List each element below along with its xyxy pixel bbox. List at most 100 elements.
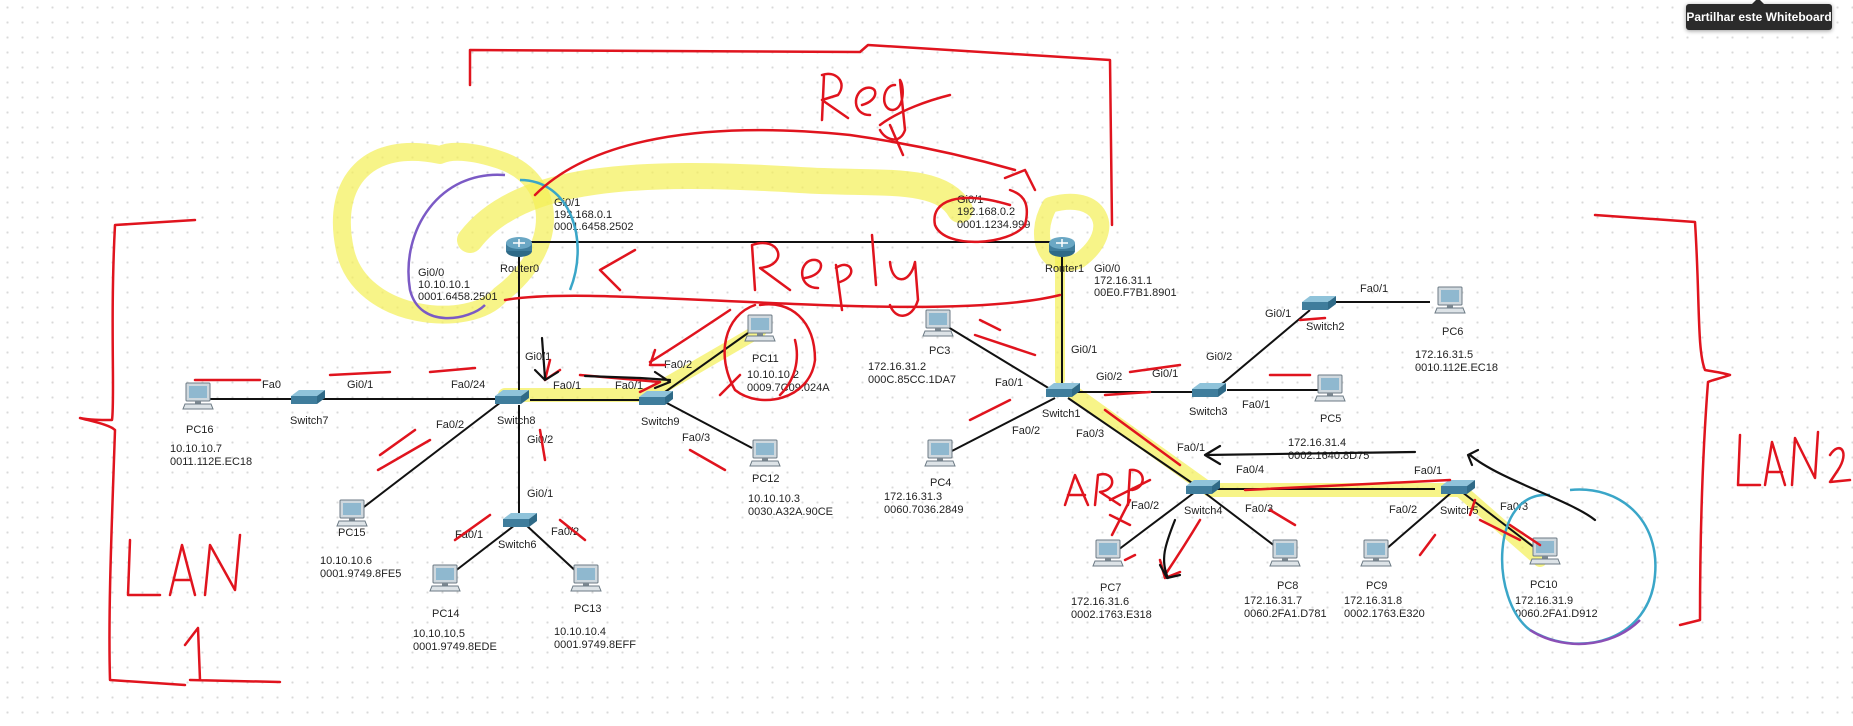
router0-gi00-port: Gi0/0 [418, 267, 444, 279]
switch7-icon[interactable] [291, 390, 325, 404]
pc4-ip: 172.16.31.3 [884, 491, 942, 503]
port-label: Fa0/1 [1242, 399, 1270, 411]
router0-gi01-mac: 0001.6458.2502 [554, 221, 634, 233]
port-label: Gi0/1 [1265, 308, 1291, 320]
port-label: Fa0/1 [1360, 283, 1388, 295]
router1-icon[interactable] [1048, 236, 1076, 258]
router0-label: Router0 [500, 263, 539, 275]
cable-layer [197, 241, 1536, 576]
port-label: Fa0/2 [664, 359, 692, 371]
pc13-mac: 0001.9749.8EFF [554, 639, 636, 651]
switch2-label: Switch2 [1306, 321, 1345, 333]
switch7-label: Switch7 [290, 415, 329, 427]
pc16-icon[interactable] [182, 382, 214, 410]
port-label: Fa0 [262, 379, 281, 391]
pc12-mac: 0030.A32A.90CE [748, 506, 833, 518]
pc11-mac: 0009.7C09.024A [747, 382, 830, 394]
router0-gi00-ip: 10.10.10.1 [418, 279, 470, 291]
port-label: Fa0/3 [1076, 428, 1104, 440]
switch3-icon[interactable] [1192, 383, 1226, 397]
router0-gi01-ip: 192.168.0.1 [554, 209, 612, 221]
pc14-mac: 0001.9749.8EDE [413, 641, 497, 653]
port-label: Gi0/2 [1096, 371, 1122, 383]
pc10-mac: 0060.2FA1.D912 [1515, 608, 1598, 620]
port-label: Gi0/1 [347, 379, 373, 391]
pc8-ip: 172.16.31.7 [1244, 595, 1302, 607]
pc8-icon[interactable] [1269, 539, 1301, 567]
port-label: Gi0/1 [525, 351, 551, 363]
port-label: Fa0/1 [455, 529, 483, 541]
port-label: Fa0/2 [1131, 500, 1159, 512]
pc10-label: PC10 [1530, 579, 1558, 591]
router1-gi01-port: Gi0/1 [957, 194, 983, 206]
pc14-ip: 10.10.10.5 [413, 628, 465, 640]
router1-gi01-ip: 192.168.0.2 [957, 206, 1015, 218]
pc7-mac: 0002.1763.E318 [1071, 609, 1152, 621]
black-ink-annotations [533, 336, 1597, 580]
pc9-ip: 172.16.31.8 [1344, 595, 1402, 607]
port-label: Gi0/1 [1152, 368, 1178, 380]
port-label: Gi0/1 [527, 488, 553, 500]
pc4-icon[interactable] [924, 439, 956, 467]
port-label: Fa0/2 [1012, 425, 1040, 437]
share-whiteboard-tooltip: Partilhar este Whiteboard [1686, 0, 1832, 30]
router0-gi00-mac: 0001.6458.2501 [418, 291, 498, 303]
pc3-icon[interactable] [922, 309, 954, 337]
pc8-mac: 0060.2FA1.D781 [1244, 608, 1327, 620]
port-label: Fa0/1 [615, 380, 643, 392]
port-label: Fa0/1 [995, 377, 1023, 389]
pc11-label: PC11 [752, 353, 779, 365]
switch1-label: Switch1 [1042, 408, 1081, 420]
pc16-label: PC16 [186, 424, 214, 436]
pc13-icon[interactable] [570, 564, 602, 592]
port-label: Fa0/24 [451, 379, 485, 391]
pc6-label: PC6 [1442, 326, 1463, 338]
pc7-ip: 172.16.31.6 [1071, 596, 1129, 608]
pc5-icon[interactable] [1314, 374, 1346, 402]
port-label: Fa0/1 [1414, 465, 1442, 477]
switch2-icon[interactable] [1302, 296, 1336, 310]
pc15-mac: 0001.9749.8FE5 [320, 568, 401, 580]
pc16-mac: 0011.112E.EC18 [170, 456, 252, 468]
port-labels: Fa0 Gi0/1 Fa0/24 Fa0/2 Gi0/1 Fa0/1 Gi0/2… [262, 283, 1528, 541]
port-label: Fa0/1 [553, 380, 581, 392]
switch6-icon[interactable] [503, 513, 537, 527]
pc6-icon[interactable] [1434, 286, 1466, 314]
pc10-ip: 172.16.31.9 [1515, 595, 1573, 607]
pc16-ip: 10.10.10.7 [170, 443, 222, 455]
router1-gi01-mac: 0001.1234.999 [957, 219, 1030, 231]
router1-gi00-ip: 172.16.31.1 [1094, 275, 1152, 287]
pc9-label: PC9 [1366, 580, 1387, 592]
port-label: Gi0/2 [1206, 351, 1232, 363]
pc14-icon[interactable] [429, 564, 461, 592]
port-label: Gi0/1 [1071, 344, 1097, 356]
pc3-mac: 000C.85CC.1DA7 [868, 374, 956, 386]
router0-icon[interactable] [505, 236, 533, 258]
port-label: Fa0/3 [682, 432, 710, 444]
pc8-label: PC8 [1277, 580, 1298, 592]
port-label: Fa0/2 [436, 419, 464, 431]
pc12-icon[interactable] [749, 439, 781, 467]
pc9-icon[interactable] [1360, 539, 1392, 567]
switch4-label: Switch4 [1184, 505, 1223, 517]
pc15-label: PC15 [338, 527, 366, 539]
pc11-icon[interactable] [744, 314, 776, 342]
pc14-label: PC14 [432, 608, 460, 620]
pc3-ip: 172.16.31.2 [868, 361, 926, 373]
switch9-label: Switch9 [641, 416, 680, 428]
pc9-mac: 0002.1763.E320 [1344, 608, 1425, 620]
pc13-label: PC13 [574, 603, 602, 615]
pc7-icon[interactable] [1092, 539, 1124, 567]
pc4-mac: 0060.7036.2849 [884, 504, 964, 516]
switch6-label: Switch6 [498, 539, 537, 551]
pc15-icon[interactable] [336, 499, 368, 527]
switch3-label: Switch3 [1189, 406, 1228, 418]
circle-annotations [407, 173, 1657, 646]
pc3-label: PC3 [929, 345, 950, 357]
pc12-ip: 10.10.10.3 [748, 493, 800, 505]
router1-gi00-port: Gi0/0 [1094, 263, 1120, 275]
pc12-label: PC12 [752, 473, 780, 485]
switch8-label: Switch8 [497, 415, 536, 427]
port-label: Fa0/4 [1236, 464, 1264, 476]
